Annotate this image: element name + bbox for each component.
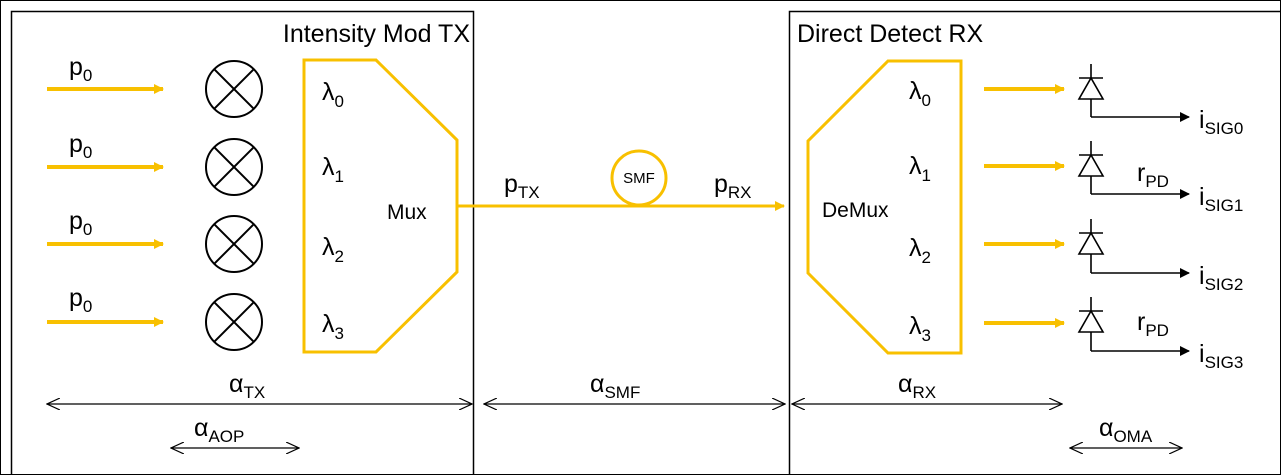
demux-shape [806,59,963,355]
tx-budget-label: αTX [229,370,265,402]
circled-x-icon [205,60,263,118]
input-power-label: p0 [69,207,92,239]
rx-box [788,10,1281,475]
input-power-label: p0 [69,284,92,316]
input-power-label: p0 [69,53,92,85]
photodiode-icon [1077,64,1190,122]
tx-title: Intensity Mod TX [283,20,470,48]
modulator-icons [205,60,263,351]
budget-arrows [47,404,1182,448]
rx-wavelength-label: λ3 [909,312,931,345]
rx-output-arrows [984,84,1065,328]
circled-x-icon [205,138,263,196]
tx-wavelength-labels: λ0 λ1 λ2 λ3 [322,78,344,343]
tx-wavelength-label: λ1 [322,153,344,186]
demux-label: DeMux [822,199,889,222]
aop-budget-label: αAOP [194,414,244,446]
rx-wavelength-label: λ1 [909,152,931,185]
tx-input-arrows [47,84,164,327]
tx-wavelength-label: λ2 [322,233,344,266]
fiber-link: SMF pTX pRX [457,149,785,211]
mux-shape [302,58,459,354]
signal-current-label: iSIG2 [1199,262,1243,294]
rx-title: Direct Detect RX [797,20,983,48]
tx-input-labels: p0 p0 p0 p0 [69,53,92,316]
smf-spool-icon [610,149,668,207]
budget-labels: αTX αSMF αRX αAOP αOMA [194,370,1153,446]
smf-label: SMF [623,170,655,187]
signal-current-label: iSIG1 [1199,183,1243,215]
rx-wavelength-label: λ2 [909,234,931,267]
rx-wavelength-label: λ0 [909,77,931,110]
rx-power-label: pRX [714,170,752,202]
receiver-block: Direct Detect RX DeMux λ0 λ1 λ2 λ3 [788,10,1281,475]
input-power-label: p0 [69,130,92,162]
rx-output-labels: iSIG0 iSIG1 iSIG2 iSIG3 [1199,106,1243,372]
photodiode-icons [1077,64,1190,356]
circled-x-icon [205,215,263,273]
tx-box [10,10,475,475]
photodiode-icon [1077,219,1190,278]
photodiode-icon [1077,297,1190,356]
responsivity-label: rPD [1137,159,1169,191]
rx-wavelength-labels: λ0 λ1 λ2 λ3 [909,77,931,345]
tx-wavelength-label: λ3 [322,310,344,343]
photodiode-icon [1077,141,1190,199]
circled-x-icon [205,293,263,351]
tx-wavelength-label: λ0 [322,78,344,111]
mux-label: Mux [387,201,427,224]
signal-current-label: iSIG3 [1199,340,1243,372]
transmitter-block: Intensity Mod TX p0 p0 p0 p0 [10,10,475,475]
responsivity-label: rPD [1137,308,1169,340]
rx-budget-label: αRX [898,370,936,402]
signal-current-label: iSIG0 [1199,106,1243,138]
tx-power-label: pTX [504,170,540,202]
smf-budget-label: αSMF [590,370,640,402]
oma-budget-label: αOMA [1099,414,1153,446]
